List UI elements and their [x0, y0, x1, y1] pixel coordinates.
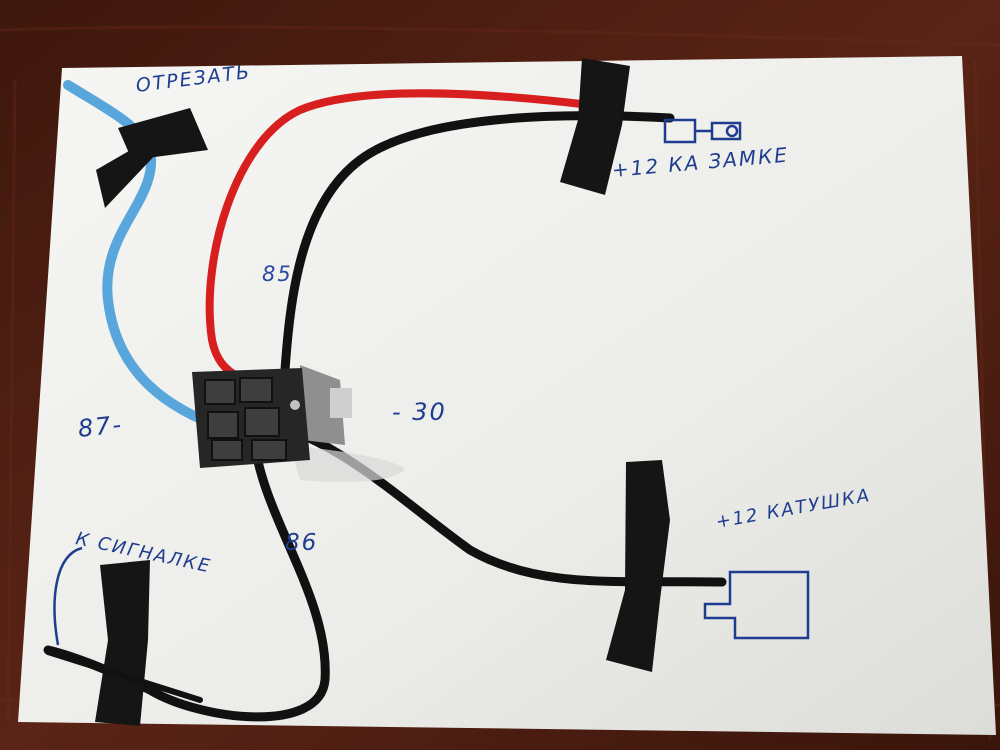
black-wire-lock: [280, 111, 675, 375]
relay-socket: [192, 365, 405, 482]
label-pin-30: - 30: [392, 398, 447, 426]
tape-top-left: [96, 108, 208, 208]
label-pin-87: 87-: [76, 410, 125, 443]
tape-right: [606, 460, 670, 672]
label-pin-85: 85: [262, 262, 293, 286]
black-wire-stub: [45, 649, 203, 703]
blue-wire: [63, 80, 220, 430]
label-pin-86: 86: [285, 530, 319, 556]
red-wire: [205, 89, 594, 382]
ink-bracket: [53, 546, 83, 646]
connector-female-icon: [663, 118, 742, 144]
paper-sheet: [18, 56, 996, 735]
tape-bottom-left: [95, 560, 150, 726]
connector-male-icon: [703, 570, 810, 640]
tape-top-right: [560, 58, 630, 195]
